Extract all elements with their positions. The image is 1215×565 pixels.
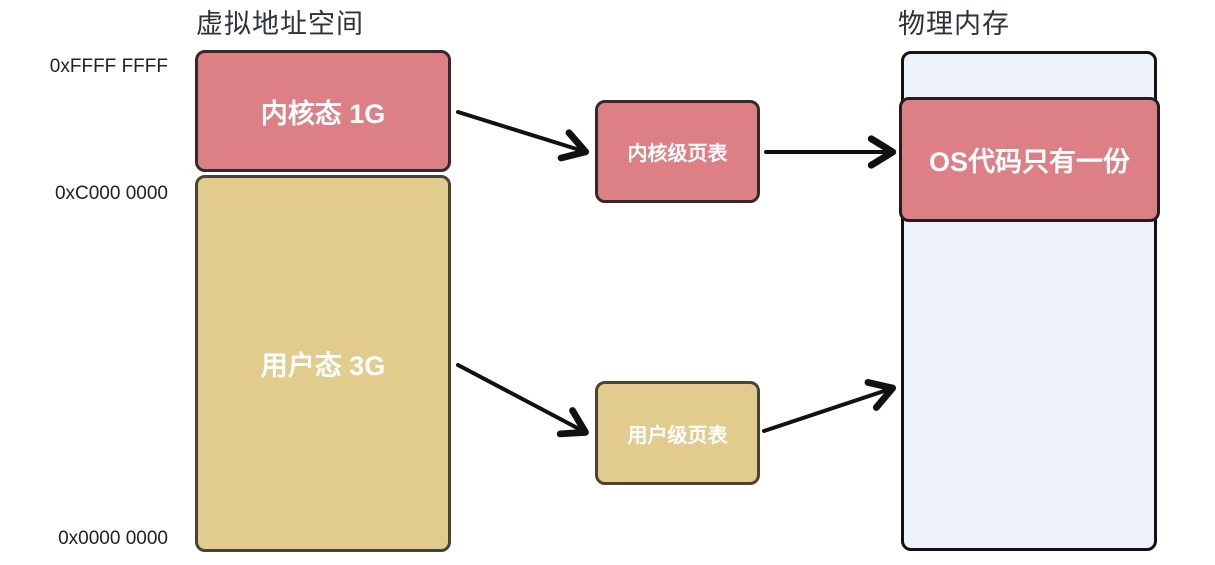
os-code-label: OS代码只有一份 [928,147,1130,177]
arrow-user-to-user-page-table [456,363,589,438]
arrow-user-page-table-to-physical-memory [762,379,897,433]
user-page-table-label: 用户级页表 [627,424,728,447]
address-label-0xffffffff: 0xFFFF FFFF [49,56,168,77]
physical-memory-title: 物理内存 [898,9,1010,39]
kernel-page-table-label: 内核级页表 [627,143,728,165]
user-page-table-box: 用户级页表 [595,381,760,485]
user-space-label: 用户态 3G [260,351,386,381]
kernel-space-box: 内核态 1G [195,50,451,172]
user-space-box: 用户态 3G [195,175,451,552]
virtual-address-space-title: 虚拟地址空间 [196,9,364,39]
arrow-kernel-to-kernel-page-table [456,110,590,162]
kernel-space-label: 内核态 1G [260,98,386,129]
address-label-0x00000000: 0x0000 0000 [58,528,168,549]
address-label-0xc0000000: 0xC000 0000 [54,183,168,204]
kernel-page-table-box: 内核级页表 [595,100,760,203]
os-code-box: OS代码只有一份 [899,97,1160,222]
